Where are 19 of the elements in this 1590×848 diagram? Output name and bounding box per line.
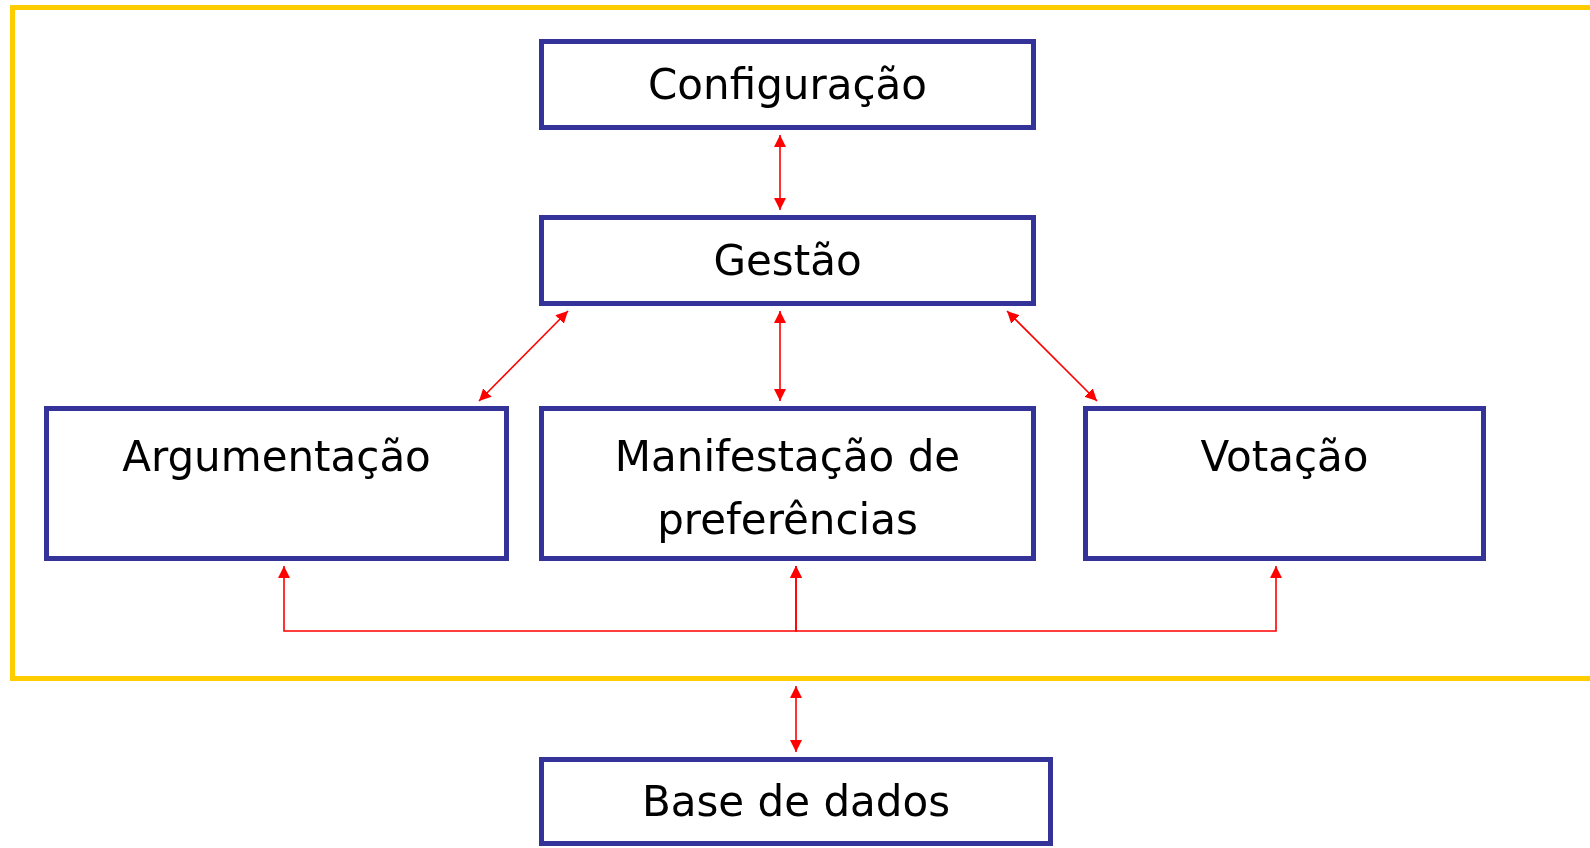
module-box <box>44 406 509 561</box>
module-box <box>539 215 1036 306</box>
double-arrow <box>790 565 1282 632</box>
double-arrow <box>774 134 786 211</box>
database-box <box>539 757 1053 846</box>
module-label: Manifestação de preferências <box>613 431 962 546</box>
module-box <box>539 406 1036 561</box>
module-box <box>1083 406 1486 561</box>
module-box <box>539 39 1036 130</box>
system-frame <box>10 5 1590 681</box>
double-arrow <box>774 310 786 402</box>
module-label: Votação <box>1200 431 1369 483</box>
double-arrow <box>1006 310 1098 402</box>
double-arrow <box>478 310 569 402</box>
module-label: Base de dados <box>641 776 951 828</box>
double-arrow <box>790 685 802 753</box>
module-label: Configuração <box>648 59 927 111</box>
module-label: Argumentação <box>122 431 431 483</box>
module-label: Gestão <box>713 235 862 287</box>
